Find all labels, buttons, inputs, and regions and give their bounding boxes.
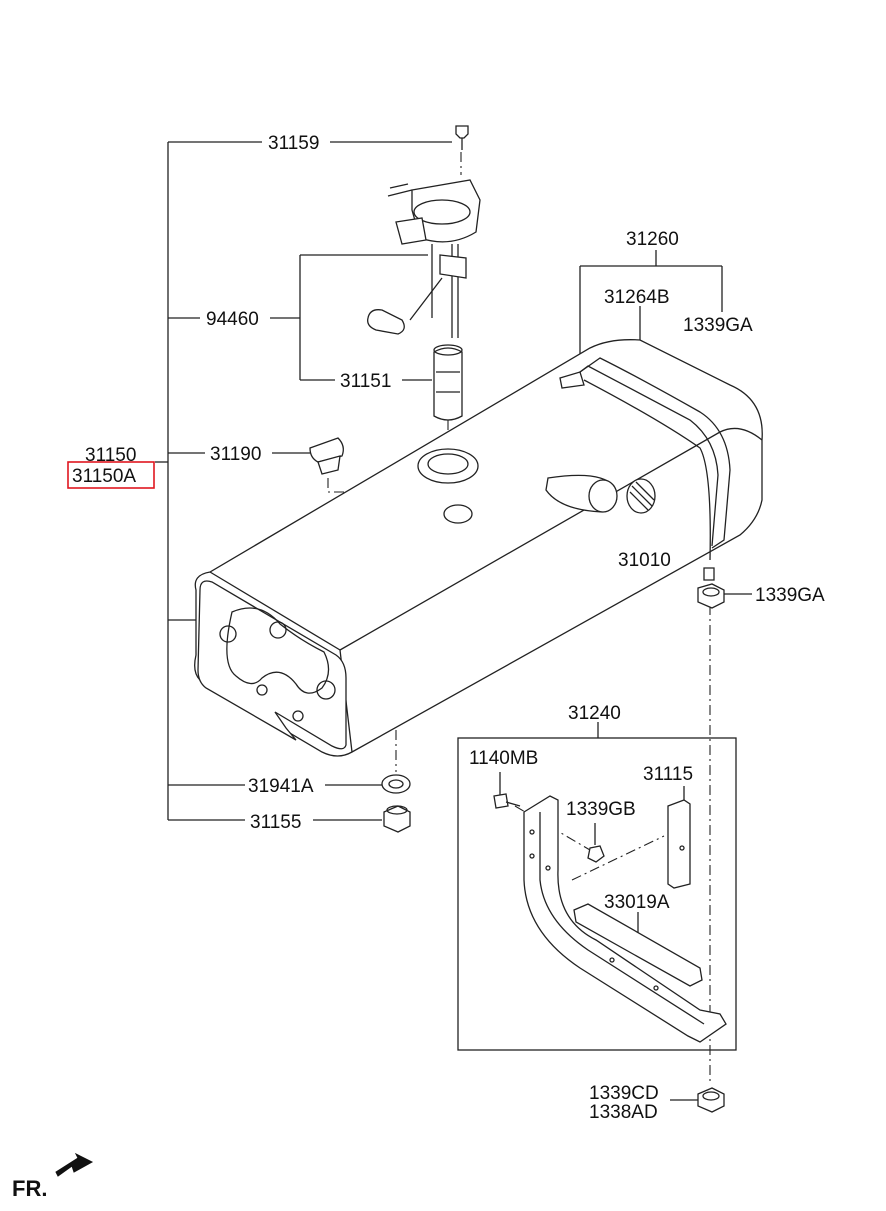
label-31150[interactable]: 31150	[85, 445, 136, 466]
label-31151[interactable]: 31151	[340, 371, 391, 392]
vent-valve[interactable]	[309, 437, 344, 475]
label-94460[interactable]: 94460	[206, 309, 259, 330]
label-31115[interactable]: 31115	[643, 764, 693, 785]
label-31159[interactable]: 31159	[268, 133, 319, 154]
part-labels: 31159 94460 31151 31150 31150A 31190 312…	[12, 133, 825, 1201]
label-31190[interactable]: 31190	[210, 444, 261, 465]
label-1338ad[interactable]: 1338AD	[589, 1102, 658, 1123]
fuel-sender-assembly[interactable]	[367, 125, 481, 421]
front-label: FR.	[12, 1176, 47, 1201]
nut-1339cd[interactable]	[697, 1087, 725, 1113]
label-1339ga-top[interactable]: 1339GA	[683, 315, 753, 336]
label-31260[interactable]: 31260	[626, 229, 679, 250]
label-1339gb[interactable]: 1339GB	[566, 799, 636, 820]
drain-plug[interactable]	[383, 805, 411, 833]
tank-bracket[interactable]	[493, 793, 727, 1043]
front-arrow-icon	[55, 1152, 94, 1177]
nut-1339ga[interactable]	[697, 567, 725, 609]
label-31240[interactable]: 31240	[568, 703, 621, 724]
label-1339cd[interactable]: 1339CD	[589, 1083, 659, 1104]
label-31264b[interactable]: 31264B	[604, 287, 670, 308]
bracket-group-box	[457, 737, 737, 1051]
label-31150a[interactable]: 31150A	[72, 466, 136, 487]
label-31941a[interactable]: 31941A	[248, 776, 314, 797]
label-1339ga-mid[interactable]: 1339GA	[755, 585, 825, 606]
label-31155[interactable]: 31155	[250, 812, 301, 833]
label-1140mb[interactable]: 1140MB	[469, 748, 538, 769]
highlight-box	[67, 461, 155, 489]
fuel-tank[interactable]	[194, 339, 763, 757]
label-31010[interactable]: 31010	[618, 550, 671, 571]
drain-washer[interactable]	[381, 774, 411, 794]
label-33019a[interactable]: 33019A	[604, 892, 670, 913]
